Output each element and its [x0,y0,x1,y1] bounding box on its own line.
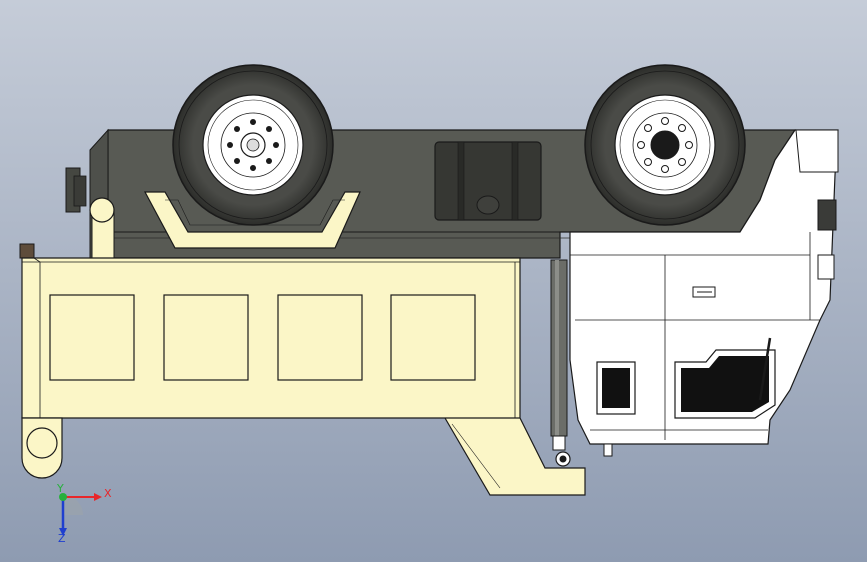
lug-nuts [637,117,693,173]
z-axis-label: Z [58,532,66,545]
lug-nuts [227,119,279,171]
hydraulic-cylinder[interactable] [550,259,571,467]
y-axis-label: Y [56,482,64,495]
front-wheel[interactable] [584,64,746,226]
axis-triad: X Y Z [56,482,112,545]
tipper-body[interactable] [21,257,586,496]
body-panel [163,294,249,381]
rear-wheel[interactable] [172,64,334,226]
body-panel [390,294,476,381]
body-panel [49,294,135,381]
x-axis-label: X [104,487,112,500]
fuel-tank[interactable] [434,141,542,221]
cab[interactable] [569,129,839,457]
body-panel [277,294,363,381]
y-axis-dot [59,493,67,501]
